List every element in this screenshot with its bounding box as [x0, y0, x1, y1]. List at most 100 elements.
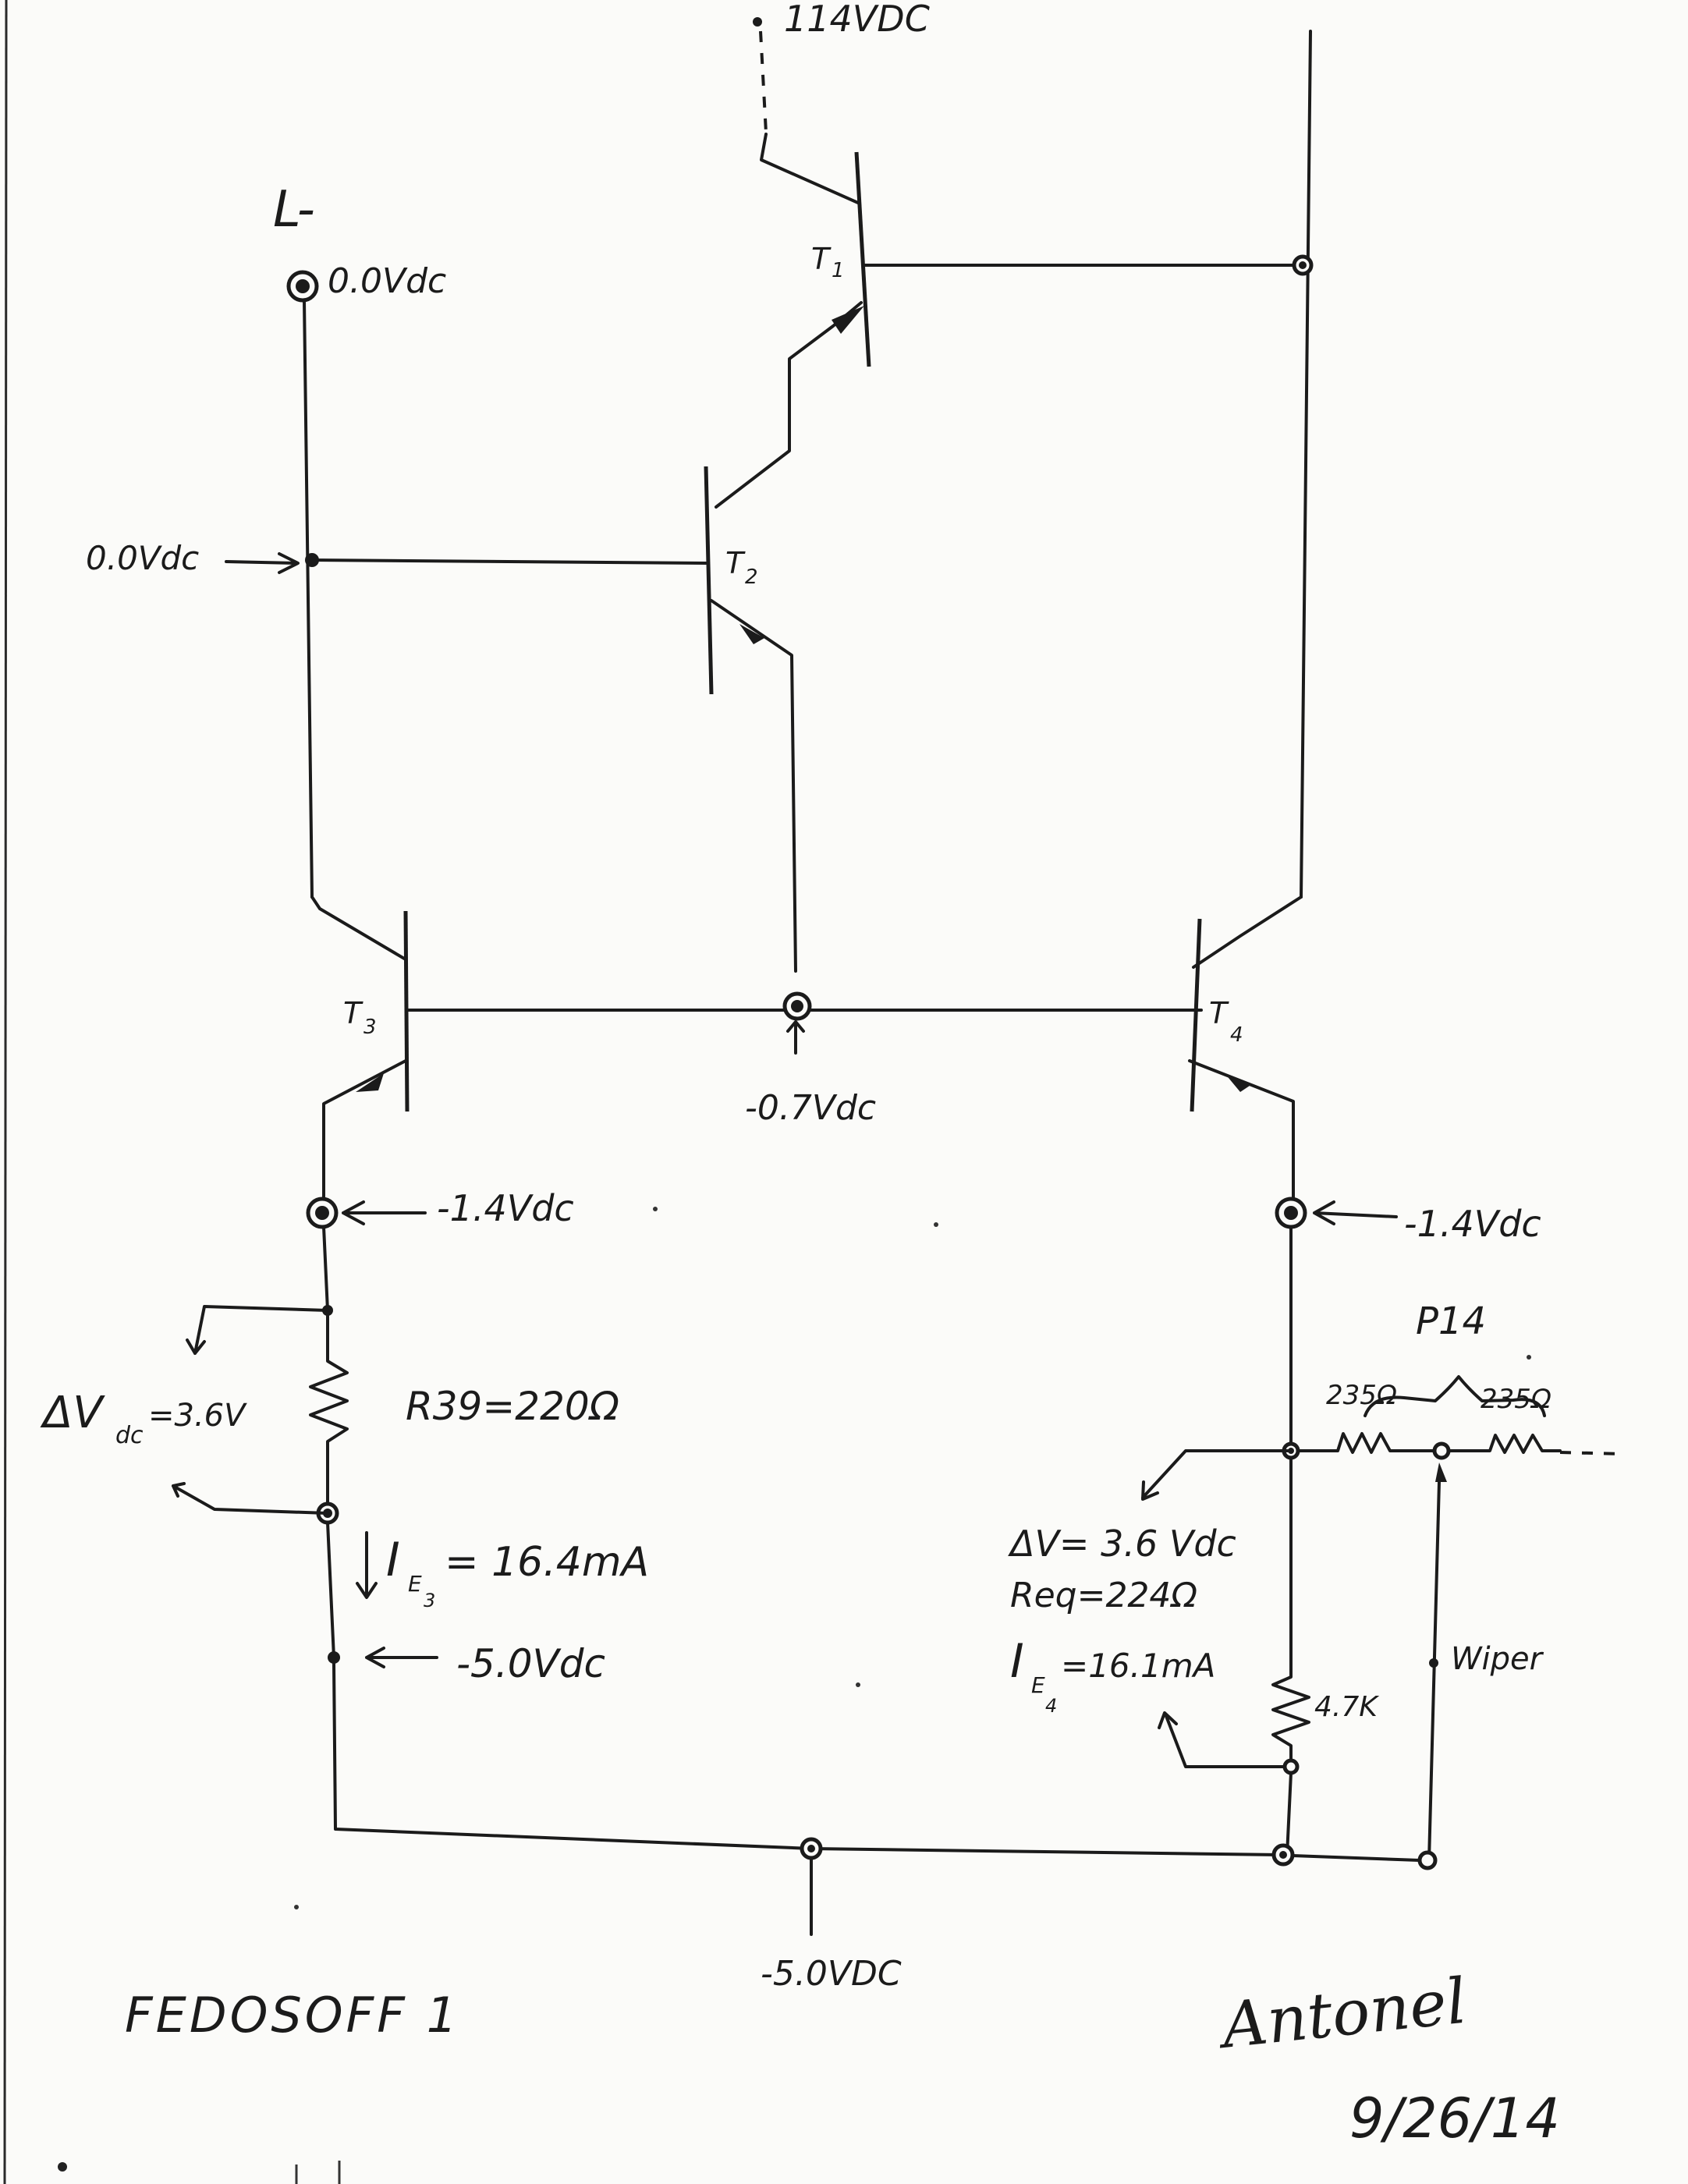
right-emitter-voltage-label: -1.4Vdc: [1404, 1203, 1541, 1245]
t3-emitter-arrow: [356, 1073, 384, 1092]
t2-label: T: [725, 546, 746, 580]
t2-base-voltage-label: 0.0Vdc: [86, 539, 199, 577]
p14-dashed-continuation: [1559, 1451, 1623, 1455]
t3-label-sub: 3: [363, 1016, 377, 1039]
t2-emitter-arrow: [739, 624, 764, 644]
t4-label-sub: 4: [1230, 1023, 1243, 1047]
t1-emitter-arrow: [832, 306, 864, 334]
req-label: Req=224Ω: [1010, 1576, 1197, 1615]
left-branch-wire-mid: [326, 1521, 335, 1659]
ie3-sub: E: [408, 1571, 422, 1597]
p14-seg-left: 235Ω: [1326, 1380, 1397, 1411]
right-rail: [1300, 30, 1312, 899]
ie4-subsub: 4: [1045, 1695, 1057, 1717]
wiper-bottom-node: [1417, 1850, 1438, 1870]
wiper-wire: [1427, 1480, 1441, 1862]
left-minus5-label: -5.0Vdc: [456, 1641, 605, 1686]
r39-resistor: [309, 1309, 349, 1511]
right-rail-node-core: [1299, 261, 1307, 269]
ie4-label: I: [1010, 1634, 1024, 1689]
delta-v-right-pointer: [1141, 1449, 1293, 1501]
terminal-voltage: 0.0Vdc: [328, 261, 446, 301]
p14-bracket: [1364, 1375, 1546, 1417]
t1-label: T: [811, 242, 832, 276]
ie4-pointer: [1158, 1711, 1286, 1768]
base-node-voltage-label: -0.7Vdc: [745, 1088, 876, 1128]
resistor-4k7-bottom-node: [1282, 1758, 1300, 1775]
drawing-title: FEDOSOFF 1: [125, 1987, 460, 2044]
ie3-label: I: [386, 1533, 400, 1587]
t1-base-bar: [854, 151, 871, 367]
resistor-4k7-label: 4.7K: [1314, 1691, 1379, 1723]
supply-bottom-label: -5.0VDC: [761, 1954, 902, 1994]
scan-speck: [1527, 1355, 1531, 1360]
left-branch-wire-top: [322, 1225, 329, 1312]
scan-speck: [58, 2162, 67, 2172]
supply-top-label: 114VDC: [784, 0, 930, 40]
t2-label-sub: 2: [745, 566, 758, 589]
scan-speck: [934, 1222, 938, 1227]
delta-v-left-pointer-top: [186, 1305, 329, 1355]
scan-speck: [653, 1207, 658, 1211]
scan-speck: [294, 1905, 299, 1909]
bottom-supply-node-core: [807, 1845, 815, 1852]
delta-v-left-symbol: ΔV: [40, 1388, 105, 1438]
ie4-value: =16.1mA: [1061, 1647, 1215, 1685]
t4-emitter-lead: [1188, 1059, 1295, 1214]
left-emitter-arrow: [342, 1200, 427, 1225]
ie3-current-arrow: [356, 1531, 378, 1599]
t3-label: T: [343, 996, 363, 1030]
delta-v-right-label: ΔV= 3.6 Vdc: [1008, 1523, 1236, 1565]
wiper-node: [1432, 1441, 1451, 1460]
p14-right-segment: [1447, 1434, 1562, 1454]
p14-left-segment: [1296, 1432, 1437, 1454]
p14-label: P14: [1416, 1299, 1486, 1343]
l-minus-terminal-core: [296, 279, 310, 293]
wiper-arrow: [1435, 1462, 1447, 1482]
ie3-value: = 16.4mA: [445, 1539, 649, 1586]
wiper-label-node: [1429, 1658, 1438, 1668]
left-emitter-node-core: [315, 1206, 329, 1220]
right-emitter-arrow: [1313, 1200, 1398, 1225]
delta-v-left-sub: dc: [115, 1422, 144, 1449]
right-emitter-node-core: [1284, 1206, 1298, 1220]
t2-base-wire: [310, 558, 707, 565]
left-rail: [303, 299, 314, 899]
t3-emitter-lead: [322, 1059, 407, 1214]
t1-label-sub: 1: [832, 259, 845, 282]
t2-emitter-lead: [710, 599, 797, 973]
bottom-bus-wire: [332, 1662, 1281, 1856]
left-emitter-voltage-label: -1.4Vdc: [437, 1187, 574, 1229]
wiper-label: Wiper: [1451, 1641, 1544, 1677]
right-branch-wire-bottom: [1286, 1771, 1293, 1856]
scan-edge-line: [3, 0, 8, 2184]
scan-speck: [856, 1682, 860, 1687]
drawing-date: 9/26/14: [1349, 2086, 1560, 2150]
delta-v-left-pointer-bottom: [172, 1482, 329, 1515]
terminal-name: L-: [273, 181, 315, 239]
t1-emitter-lead: [715, 301, 863, 509]
t2-base-bar: [704, 466, 714, 695]
t2-base-node: [305, 553, 319, 567]
p14-seg-right: 235Ω: [1481, 1384, 1551, 1415]
signature: Antonel: [1213, 1965, 1470, 2063]
supply-top-dashed-lead: [759, 30, 768, 133]
ie3-subsub: 3: [424, 1590, 435, 1611]
t4-emitter-arrow: [1225, 1073, 1252, 1092]
t4-collector-lead: [1192, 895, 1303, 969]
right-bottom-node-core: [1279, 1851, 1287, 1859]
t4-label: T: [1209, 996, 1229, 1030]
t2-base-voltage-arrow: [225, 552, 300, 574]
base-voltage-arrow: [786, 1020, 805, 1055]
t4-base-bar: [1190, 918, 1202, 1112]
left-minus5-node: [328, 1651, 340, 1664]
left-minus5-arrow: [365, 1647, 438, 1668]
t1-collector-lead: [760, 133, 860, 204]
delta-v-left-value: =3.6V: [148, 1398, 247, 1434]
t3-collector-lead: [310, 895, 407, 961]
right-bottom-wire: [1291, 1854, 1421, 1862]
supply-top-node: [753, 17, 762, 27]
ie4-sub: E: [1031, 1672, 1045, 1698]
